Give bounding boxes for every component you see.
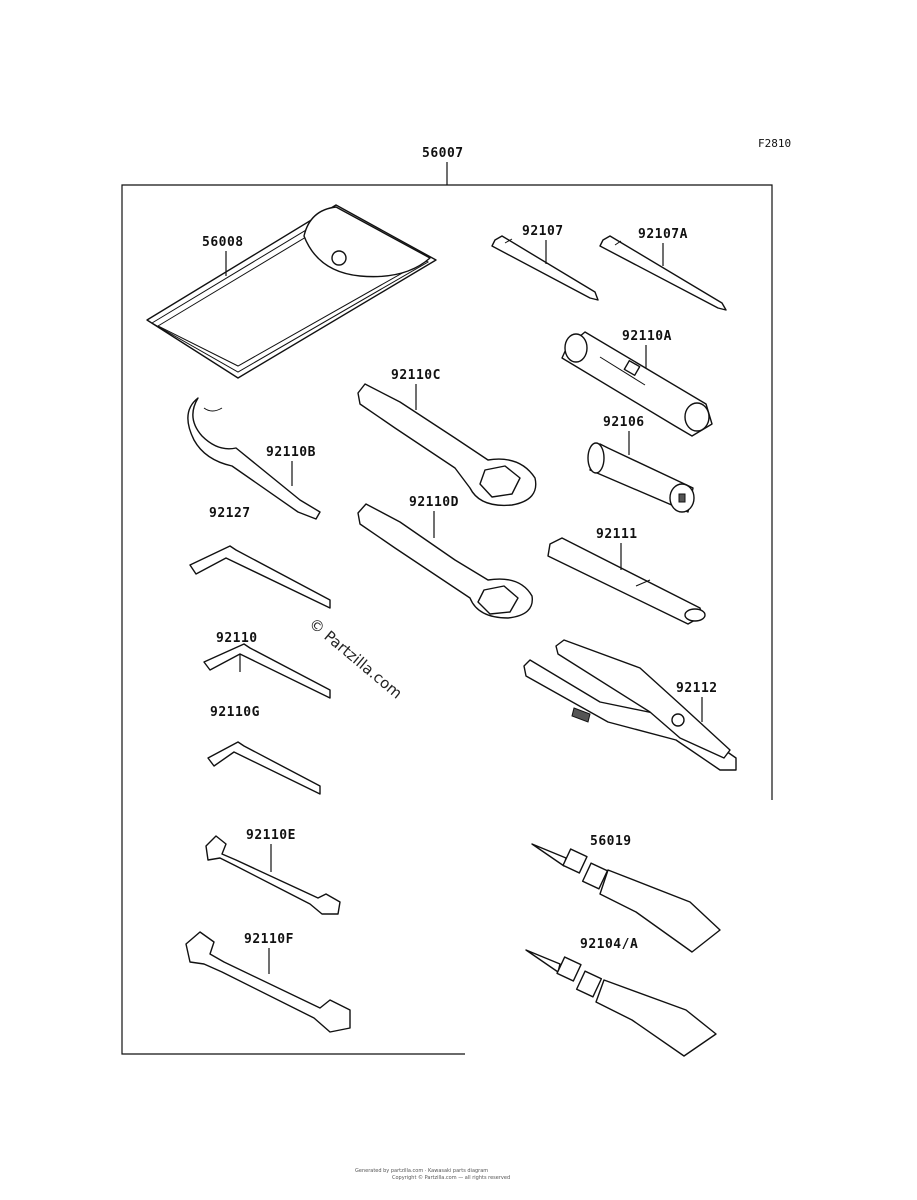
pliers-92112 <box>523 639 737 771</box>
bar-92111 <box>547 537 706 625</box>
label-92127: 92127 <box>209 506 251 521</box>
box-wrench-92110c <box>357 383 537 507</box>
hex-key-92110 <box>203 643 331 699</box>
label-56008: 56008 <box>202 235 244 250</box>
label-92110d: 92110D <box>409 495 459 510</box>
label-92110a: 92110A <box>622 329 672 344</box>
open-wrench-92110f <box>185 931 351 1033</box>
screwdriver-92107 <box>491 235 599 301</box>
label-92107: 92107 <box>522 224 564 239</box>
label-56007: 56007 <box>422 146 464 161</box>
label-92107a: 92107A <box>638 227 688 242</box>
tool-bag-56008 <box>146 204 437 379</box>
tube-92104a <box>525 949 717 1057</box>
footer-line-1: Generated by partzilla.com · Kawasaki pa… <box>355 1168 488 1174</box>
tube-56019 <box>531 843 721 953</box>
label-92110e: 92110E <box>246 828 296 843</box>
assembly-frame <box>121 184 773 1055</box>
label-92110b: 92110B <box>266 445 316 460</box>
label-92110f: 92110F <box>244 932 294 947</box>
label-92106: 92106 <box>603 415 645 430</box>
box-wrench-92110d <box>357 503 533 619</box>
label-92110g: 92110G <box>210 705 260 720</box>
hex-key-92127 <box>189 545 331 609</box>
label-92110: 92110 <box>216 631 258 646</box>
label-56019: 56019 <box>590 834 632 849</box>
socket-handle-92110a <box>561 331 713 437</box>
label-92111: 92111 <box>596 527 638 542</box>
pin-spanner-92110b <box>187 397 321 520</box>
label-92112: 92112 <box>676 681 718 696</box>
figure-code: F2810 <box>758 137 791 150</box>
label-92104a: 92104/A <box>580 937 638 952</box>
hex-key-92110g <box>207 741 321 795</box>
screwdriver-92107a <box>599 235 727 311</box>
label-92110c: 92110C <box>391 368 441 383</box>
footer-line-2: Copyright © Partzilla.com — all rights r… <box>392 1174 510 1181</box>
open-wrench-92110e <box>205 835 341 915</box>
socket-92106 <box>587 442 695 513</box>
